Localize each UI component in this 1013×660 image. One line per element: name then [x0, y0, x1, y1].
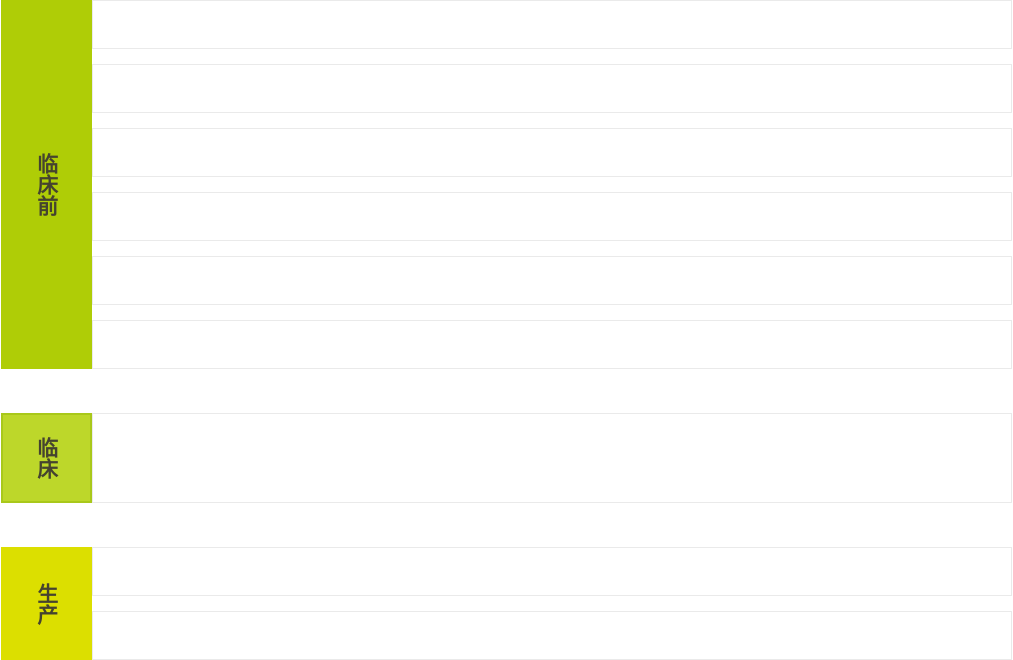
stage-label-clinical: 临床	[1, 413, 92, 503]
stage-label-clinical-text: 临床	[35, 437, 59, 479]
stage-label-preclinical: 临床前	[1, 0, 92, 369]
stage-label-preclinical-text: 临床前	[35, 153, 59, 216]
stage-label-production: 生产	[1, 547, 92, 660]
preclinical-row-3	[92, 128, 1012, 177]
production-row-1	[92, 547, 1012, 596]
clinical-row-1	[92, 413, 1012, 503]
preclinical-row-1	[92, 0, 1012, 49]
preclinical-row-4	[92, 192, 1012, 241]
stage-label-production-text: 生产	[35, 582, 59, 625]
preclinical-row-5	[92, 256, 1012, 305]
preclinical-row-2	[92, 64, 1012, 113]
production-row-2	[92, 611, 1012, 660]
preclinical-row-6	[92, 320, 1012, 369]
